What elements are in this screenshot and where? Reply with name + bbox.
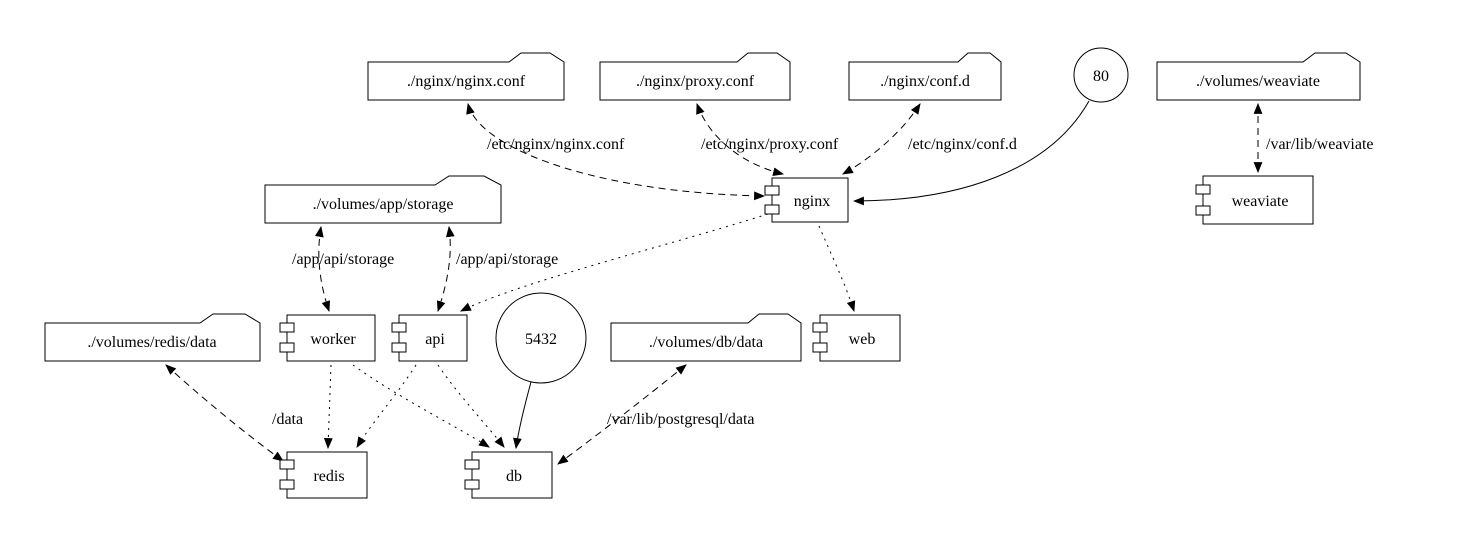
- node-label: ./nginx/proxy.conf: [636, 73, 755, 90]
- folder-icon: [1156, 52, 1361, 101]
- component-tab-icon: [812, 342, 828, 353]
- node-label: ./nginx/nginx.conf: [407, 73, 526, 90]
- node-conf-d-volume: ./nginx/conf.d: [848, 52, 1002, 101]
- edge-label-api-storage-mount: /app/api/storage: [456, 251, 558, 268]
- node-label: ./volumes/db/data: [649, 334, 763, 351]
- node-nginx-conf-volume: ./nginx/nginx.conf: [367, 52, 565, 101]
- node-port-80: 80: [1073, 47, 1129, 103]
- component-tab-icon: [812, 322, 828, 333]
- node-label: ./volumes/app/storage: [313, 196, 454, 213]
- node-weaviate-volume: ./volumes/weaviate: [1156, 52, 1361, 101]
- node-label: nginx: [794, 193, 830, 210]
- port-circle-icon: [495, 292, 587, 384]
- component-icon: [819, 314, 901, 362]
- node-nginx-service: nginx: [764, 177, 849, 223]
- component-icon: [771, 177, 849, 223]
- node-label: redis: [313, 468, 344, 485]
- edge-nginx-web: [818, 225, 856, 313]
- edge-api-redis: [356, 364, 417, 448]
- node-db-data-volume: ./volumes/db/data: [610, 313, 802, 362]
- folder-icon: [599, 52, 791, 101]
- component-tab-icon: [279, 479, 295, 490]
- node-weaviate-service: weaviate: [1195, 175, 1314, 225]
- node-app-storage-volume: ./volumes/app/storage: [264, 175, 502, 224]
- node-label: ./volumes/weaviate: [1196, 73, 1320, 90]
- edge-worker-redis: [323, 364, 333, 450]
- edge-port5432-db: [513, 381, 532, 450]
- edge-redisdata-redis: [165, 364, 284, 462]
- folder-icon: [44, 313, 261, 362]
- edge-label-conf-d-mount: /etc/nginx/conf.d: [908, 136, 1017, 153]
- edge-label-db-mount: /var/lib/postgresql/data: [607, 411, 755, 428]
- edge-label-proxy-conf-mount: /etc/nginx/proxy.conf: [701, 136, 839, 153]
- edge-label-redis-mount: /data: [272, 411, 303, 428]
- component-tab-icon: [764, 185, 780, 196]
- component-icon: [1202, 175, 1314, 225]
- component-icon: [286, 314, 376, 362]
- node-worker-service: worker: [279, 314, 376, 362]
- node-port-5432: 5432: [495, 292, 587, 384]
- component-tab-icon: [1195, 184, 1211, 195]
- component-icon: [471, 451, 553, 499]
- node-web-service: web: [812, 314, 901, 362]
- edge-port80-nginx: [852, 100, 1090, 206]
- edge-worker-db: [352, 364, 490, 448]
- component-tab-icon: [279, 322, 295, 333]
- component-tab-icon: [391, 322, 407, 333]
- edge-nginxconf-nginx: [466, 102, 766, 201]
- edge-label-worker-storage-mount: /app/api/storage: [292, 251, 394, 268]
- folder-icon: [848, 52, 1002, 101]
- edge-api-db: [437, 364, 505, 448]
- component-tab-icon: [464, 479, 480, 490]
- edge-proxyconf-nginx: [696, 102, 785, 176]
- folder-icon: [610, 313, 802, 362]
- port-circle-icon: [1073, 47, 1129, 103]
- node-redis-service: redis: [279, 451, 368, 499]
- folder-icon: [264, 175, 502, 224]
- component-tab-icon: [1195, 205, 1211, 216]
- node-label: ./volumes/redis/data: [87, 334, 216, 351]
- node-label: 80: [1093, 68, 1109, 85]
- node-proxy-conf-volume: ./nginx/proxy.conf: [599, 52, 791, 101]
- component-icon: [286, 451, 368, 499]
- node-label: worker: [310, 331, 356, 348]
- node-label: api: [425, 331, 445, 348]
- component-tab-icon: [391, 342, 407, 353]
- component-tab-icon: [464, 459, 480, 470]
- edge-appstorage-api: [436, 225, 455, 313]
- component-tab-icon: [279, 342, 295, 353]
- edge-labels-layer: /etc/nginx/nginx.conf /etc/nginx/proxy.c…: [272, 136, 1374, 428]
- folder-icon: [367, 52, 565, 101]
- nodes-layer: ./nginx/nginx.conf ./nginx/proxy.conf ./…: [44, 47, 1361, 499]
- component-tab-icon: [279, 459, 295, 470]
- node-label: web: [849, 331, 876, 348]
- node-label: ./nginx/conf.d: [880, 73, 970, 90]
- node-api-service: api: [391, 314, 468, 362]
- edge-label-nginx-conf-mount: /etc/nginx/nginx.conf: [487, 136, 625, 153]
- edge-appstorage-worker: [314, 225, 331, 313]
- component-tab-icon: [764, 204, 780, 215]
- node-db-service: db: [464, 451, 553, 499]
- node-redis-data-volume: ./volumes/redis/data: [44, 313, 261, 362]
- node-label: 5432: [525, 331, 557, 348]
- node-label: db: [506, 468, 522, 485]
- edges-layer: [165, 100, 1263, 465]
- node-label: weaviate: [1232, 193, 1289, 210]
- edge-label-weaviate-mount: /var/lib/weaviate: [1266, 136, 1374, 153]
- component-icon: [398, 314, 468, 362]
- edge-dbdata-db: [557, 364, 687, 465]
